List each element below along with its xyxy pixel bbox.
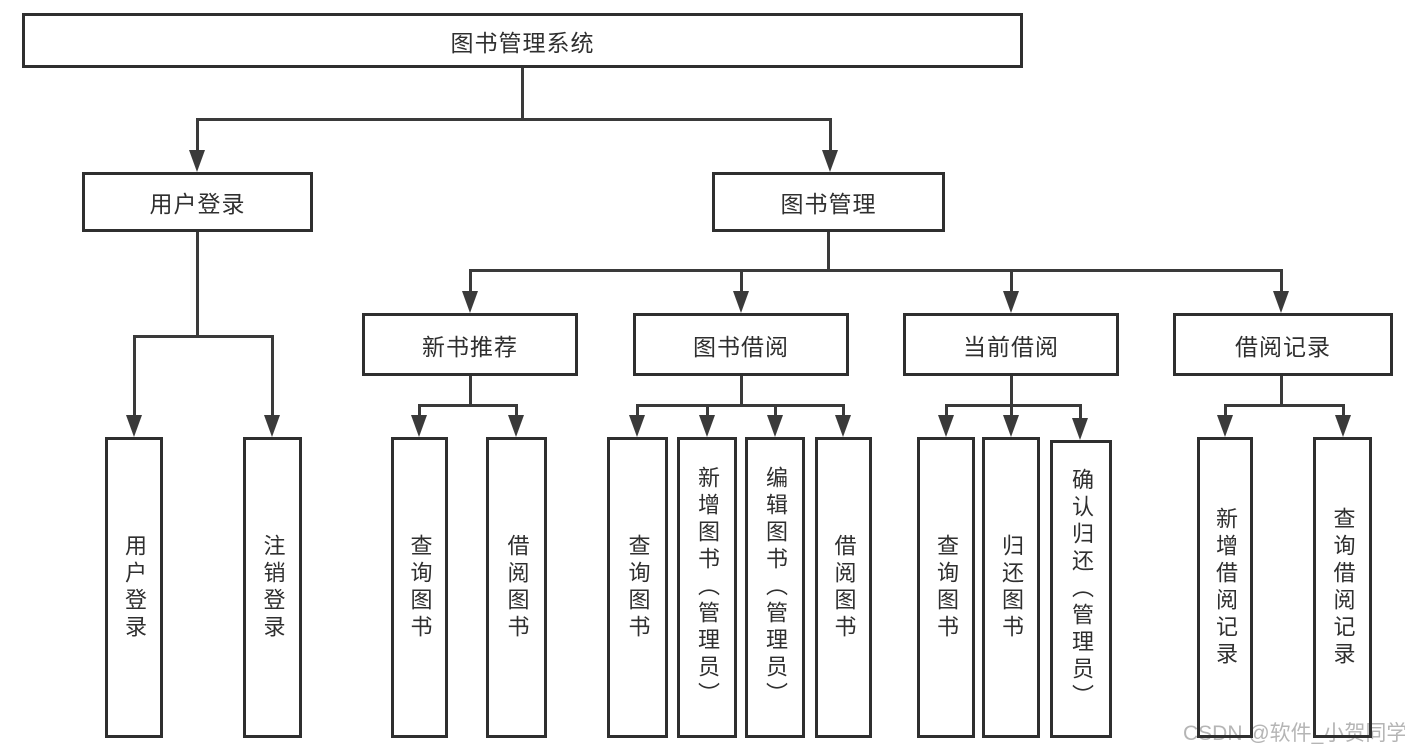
connector-rail: [636, 404, 844, 407]
arrow-down-icon: [1273, 291, 1289, 313]
node-current-borrow: 当前借阅: [903, 313, 1119, 376]
arrow-down-icon: [835, 415, 851, 437]
node-label: 图书管理系统: [450, 29, 595, 56]
node-label: 归还图书: [999, 533, 1024, 642]
connector-book-mgmt-stem: [829, 118, 832, 152]
node-return-books: 归还图书: [982, 437, 1040, 738]
node-label: 新增借阅记录: [1213, 506, 1238, 669]
node-book-management: 图书管理: [712, 172, 945, 232]
connector-branch-stem: [469, 269, 472, 295]
node-label: 图书管理: [780, 191, 877, 217]
connector-down: [1280, 376, 1283, 407]
arrow-down-icon: [938, 415, 954, 437]
arrow-down-icon: [1072, 418, 1088, 440]
node-query-books-current: 查询图书: [917, 437, 975, 738]
connector-branch-stem: [740, 269, 743, 295]
node-label: 借阅记录: [1235, 333, 1331, 360]
node-borrow-books-recommend: 借阅图书: [486, 437, 547, 738]
connector-leaf-stem: [842, 404, 845, 418]
node-label: 查询图书: [625, 533, 651, 642]
connector-leaf-stem: [418, 404, 421, 418]
connector-rail: [418, 404, 517, 407]
node-label: 编辑图书（管理员）: [763, 466, 788, 709]
node-label: 查询图书: [407, 533, 433, 642]
connector-branch-stem: [1280, 269, 1283, 295]
connector-leaf-stem: [945, 404, 948, 418]
connector-leaf-stem: [1224, 404, 1227, 418]
connector-down: [469, 376, 472, 407]
connector-leaf-stem: [133, 335, 136, 419]
node-label: 新增图书（管理员）: [695, 466, 720, 709]
node-edit-books-admin: 编辑图书（管理员）: [745, 437, 805, 738]
arrow-down-icon: [462, 291, 478, 313]
node-label: 新书推荐: [422, 333, 518, 360]
connector-root-stem: [521, 68, 524, 118]
arrow-down-icon: [264, 415, 280, 437]
arrow-down-icon: [699, 415, 715, 437]
node-label: 借阅图书: [504, 533, 530, 642]
connector-rail: [945, 404, 1081, 407]
node-label: 查询借阅记录: [1330, 506, 1356, 669]
arrow-down-icon: [508, 415, 524, 437]
connector-leaf-stem: [1342, 404, 1345, 418]
connector-leaf-stem: [706, 404, 709, 418]
connector-leaf-stem: [515, 404, 518, 418]
arrow-down-icon: [733, 291, 749, 313]
node-confirm-return-admin: 确认归还（管理员）: [1050, 440, 1112, 738]
connector-down: [1010, 376, 1013, 407]
connector-leaf-stem: [1079, 404, 1082, 418]
node-new-book-recommend: 新书推荐: [362, 313, 578, 376]
connector-branch-stem: [1010, 269, 1013, 295]
arrow-down-icon: [189, 150, 205, 172]
connector-leaf-stem: [774, 404, 777, 418]
node-user-login: 用户登录: [82, 172, 313, 232]
connector-leaf-stem: [271, 335, 274, 419]
connector-leaf-stem: [636, 404, 639, 418]
arrow-down-icon: [1217, 415, 1233, 437]
arrow-down-icon: [629, 415, 645, 437]
node-label: 确认归还（管理员）: [1069, 467, 1094, 711]
node-query-books-borrow: 查询图书: [607, 437, 668, 738]
node-label: 借阅图书: [831, 533, 857, 642]
connector-user-login-stem: [196, 118, 199, 152]
node-add-books-admin: 新增图书（管理员）: [677, 437, 737, 738]
connector-book-mgmt-rail: [469, 269, 1283, 272]
connector-root-rail: [196, 118, 832, 121]
arrow-down-icon: [1335, 415, 1351, 437]
csdn-watermark: CSDN @软件_小贺同学: [1183, 722, 1405, 745]
node-book-borrow: 图书借阅: [633, 313, 849, 376]
connector-rail: [1224, 404, 1344, 407]
node-label: 图书借阅: [693, 333, 789, 360]
node-user-login-leaf: 用户登录: [105, 437, 163, 738]
arrow-down-icon: [1003, 415, 1019, 437]
node-label: 注销登录: [260, 533, 286, 642]
connector-book-mgmt-down: [827, 232, 830, 272]
node-query-books-recommend: 查询图书: [391, 437, 448, 738]
connector-user-login-rail: [133, 335, 274, 338]
arrow-down-icon: [126, 415, 142, 437]
arrow-down-icon: [767, 415, 783, 437]
node-borrow-records: 借阅记录: [1173, 313, 1393, 376]
arrow-down-icon: [411, 415, 427, 437]
connector-leaf-stem: [1010, 404, 1013, 418]
node-logout: 注销登录: [243, 437, 302, 738]
node-query-borrow-record: 查询借阅记录: [1313, 437, 1372, 738]
arrow-down-icon: [822, 150, 838, 172]
node-borrow-books: 借阅图书: [815, 437, 872, 738]
node-label: 用户登录: [149, 191, 246, 217]
node-library-management-system: 图书管理系统: [22, 13, 1023, 68]
connector-down: [740, 376, 743, 407]
node-label: 用户登录: [122, 533, 147, 642]
node-label: 查询图书: [934, 533, 959, 642]
node-add-borrow-record: 新增借阅记录: [1197, 437, 1253, 738]
arrow-down-icon: [1003, 291, 1019, 313]
connector-user-login-down: [196, 232, 199, 338]
node-label: 当前借阅: [963, 333, 1059, 360]
